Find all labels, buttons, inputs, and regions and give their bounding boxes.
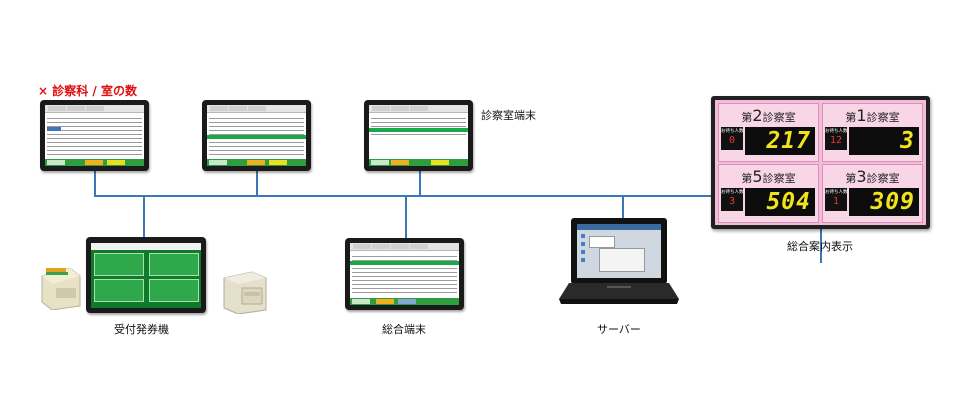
called-number: 309	[849, 188, 919, 216]
server-laptop-base	[559, 283, 679, 304]
called-number: 217	[745, 127, 815, 155]
exam-terminal-label: 診察室端末	[481, 109, 536, 122]
room-digit: 1	[856, 106, 867, 125]
room-digit: 5	[752, 167, 763, 186]
called-number: 3	[849, 127, 919, 155]
connector-bus	[94, 195, 622, 197]
waiting-label: お待ち人数	[825, 190, 848, 195]
connector-terminal-2	[256, 170, 258, 196]
waiting-label: お待ち人数	[825, 129, 848, 134]
connector-ticket-machine	[143, 195, 145, 237]
room-suffix: 診察室	[866, 172, 900, 185]
room-suffix: 診察室	[762, 172, 796, 185]
waiting-label: お待ち人数	[721, 190, 744, 195]
room-suffix: 診察室	[866, 111, 900, 124]
exam-terminal-3	[364, 100, 473, 171]
room-digit: 3	[856, 167, 867, 186]
waiting-count: 12	[829, 135, 843, 146]
room-suffix: 診察室	[762, 111, 796, 124]
room-prefix: 第	[741, 172, 753, 185]
waiting-count: 3	[728, 196, 736, 207]
room-prefix: 第	[845, 111, 857, 124]
waiting-label: お待ち人数	[721, 129, 744, 134]
waiting-count: 1	[832, 196, 840, 207]
room-digit: 2	[752, 106, 763, 125]
ticket-printer-left	[41, 267, 81, 310]
room-prefix: 第	[741, 111, 753, 124]
exam-terminal-1	[40, 100, 149, 171]
general-terminal	[345, 238, 464, 310]
connector-terminal-3	[419, 170, 421, 196]
called-number: 504	[745, 188, 815, 216]
waiting-count: 0	[728, 135, 736, 146]
server-label: サーバー	[597, 323, 641, 336]
connector-display-board	[820, 229, 822, 263]
connector-terminal-1	[94, 170, 96, 196]
display-board-label: 総合案内表示	[787, 240, 853, 253]
room-count-note: × 診察科 / 室の数	[38, 84, 137, 98]
room-prefix: 第	[845, 172, 857, 185]
server-laptop-screen	[571, 218, 667, 284]
ticket-machine-label: 受付発券機	[114, 323, 169, 336]
ticket-printer-right	[223, 271, 267, 314]
general-terminal-label: 総合端末	[382, 323, 426, 336]
exam-terminal-2	[202, 100, 311, 171]
connector-server	[622, 195, 624, 218]
ticket-machine	[86, 237, 206, 313]
connector-general-terminal	[405, 195, 407, 238]
